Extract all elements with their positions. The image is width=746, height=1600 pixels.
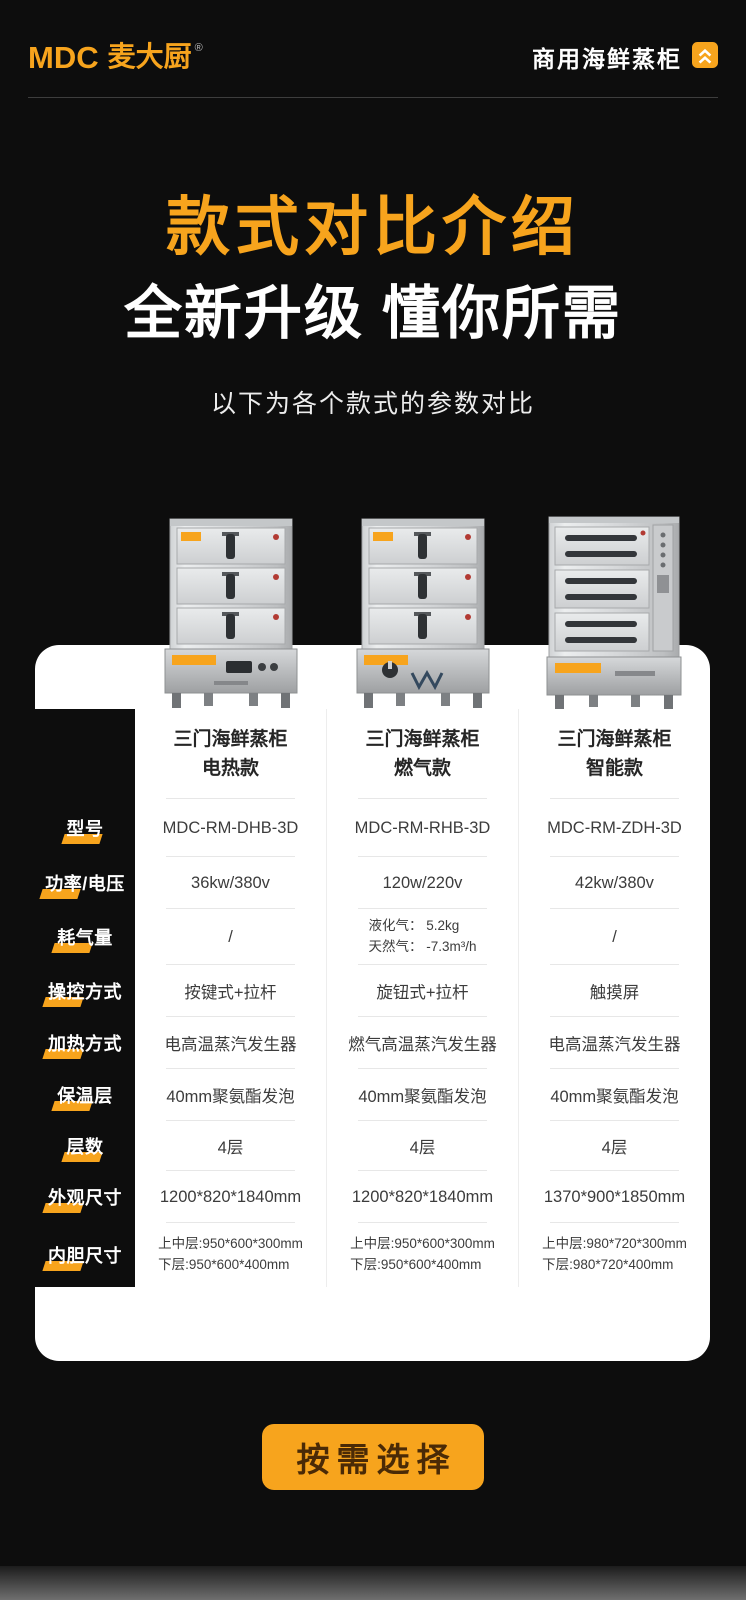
spec-row-gas-consumption: 耗气量 / 液化气： 5.2kg 天然气： -7.3m³/h / (35, 909, 710, 965)
spec-value: 液化气： 5.2kg 天然气： -7.3m³/h (326, 909, 518, 965)
registered-mark: ® (194, 41, 203, 54)
brand-logo-mdc: MDC (28, 39, 99, 75)
column-header-gas: 三门海鲜蒸柜 燃气款 (326, 709, 518, 799)
table-header-row: 三门海鲜蒸柜 电热款 三门海鲜蒸柜 燃气款 三门海鲜蒸柜 智能款 (35, 709, 710, 799)
spec-value: / (518, 909, 710, 965)
spec-label: 保温层 (35, 1069, 135, 1121)
spec-value: 4层 (135, 1121, 326, 1171)
category-title: 商用海鲜蒸柜 (532, 46, 682, 72)
product-photo-gas (327, 515, 519, 713)
spec-value: 上中层:980*720*300mm 下层:980*720*400mm (518, 1223, 710, 1287)
header-divider (28, 97, 718, 98)
product-images-row (135, 515, 710, 713)
spec-value: 4层 (326, 1121, 518, 1171)
spec-value: 旋钮式+拉杆 (326, 965, 518, 1017)
spec-value: MDC-RM-ZDH-3D (518, 799, 710, 857)
spec-row-model: 型号 MDC-RM-DHB-3D MDC-RM-RHB-3D MDC-RM-ZD… (35, 799, 710, 857)
product-photo-electric (135, 515, 327, 713)
section-title: 款式对比介绍 (166, 191, 580, 263)
cta-button[interactable]: 按需选择 (262, 1424, 484, 1490)
spec-value: 1200*820*1840mm (326, 1171, 518, 1223)
spec-value: 36kw/380v (135, 857, 326, 909)
spec-value: 1370*900*1850mm (518, 1171, 710, 1223)
spec-label: 操控方式 (35, 965, 135, 1017)
spec-label: 外观尺寸 (35, 1171, 135, 1223)
spec-value: 120w/220v (326, 857, 518, 909)
spec-label: 型号 (35, 799, 135, 857)
column-header-text: 三门海鲜蒸柜 智能款 (557, 728, 672, 779)
column-header-smart: 三门海鲜蒸柜 智能款 (518, 709, 710, 799)
spec-row-outer-size: 外观尺寸 1200*820*1840mm 1200*820*1840mm 137… (35, 1171, 710, 1223)
header: MDC 麦大厨 ® 商用海鲜蒸柜 (28, 40, 718, 74)
spec-label-empty (35, 709, 135, 799)
spec-value: 触摸屏 (518, 965, 710, 1017)
spec-label: 层数 (35, 1121, 135, 1171)
spec-row-control: 操控方式 按键式+拉杆 旋钮式+拉杆 触摸屏 (35, 965, 710, 1017)
product-photo-smart (518, 515, 710, 713)
brand-logo-cn: 麦大厨 (107, 40, 192, 72)
spec-value: 按键式+拉杆 (135, 965, 326, 1017)
spec-value: MDC-RM-RHB-3D (326, 799, 518, 857)
section-subtitle: 全新升级 懂你所需 (123, 281, 623, 346)
spec-value: MDC-RM-DHB-3D (135, 799, 326, 857)
next-section-preview (0, 1566, 746, 1600)
column-header-text: 三门海鲜蒸柜 燃气款 (365, 728, 480, 779)
spec-value: 1200*820*1840mm (135, 1171, 326, 1223)
spec-value: 40mm聚氨酯发泡 (518, 1069, 710, 1121)
spec-value: 上中层:950*600*300mm 下层:950*600*400mm (326, 1223, 518, 1287)
comparison-card: 三门海鲜蒸柜 电热款 三门海鲜蒸柜 燃气款 三门海鲜蒸柜 智能款 型号 MDC-… (35, 645, 710, 1361)
column-header-text: 三门海鲜蒸柜 电热款 (173, 728, 288, 779)
section-note: 以下为各个款式的参数对比 (210, 390, 535, 418)
spec-row-insulation: 保温层 40mm聚氨酯发泡 40mm聚氨酯发泡 40mm聚氨酯发泡 (35, 1069, 710, 1121)
spec-value: 电高温蒸汽发生器 (135, 1017, 326, 1069)
column-header-electric: 三门海鲜蒸柜 电热款 (135, 709, 326, 799)
spec-value: 40mm聚氨酯发泡 (135, 1069, 326, 1121)
spec-label: 功率/电压 (35, 857, 135, 909)
header-right: 商用海鲜蒸柜 (532, 40, 718, 74)
spec-row-heating: 加热方式 电高温蒸汽发生器 燃气高温蒸汽发生器 电高温蒸汽发生器 (35, 1017, 710, 1069)
spec-value: 40mm聚氨酯发泡 (326, 1069, 518, 1121)
spec-label: 耗气量 (35, 909, 135, 965)
brand-logo: MDC 麦大厨 ® (28, 39, 203, 75)
spec-row-inner-size: 内胆尺寸 上中层:950*600*300mm 下层:950*600*400mm … (35, 1223, 710, 1287)
spec-row-power: 功率/电压 36kw/380v 120w/220v 42kw/380v (35, 857, 710, 909)
spec-value: 42kw/380v (518, 857, 710, 909)
spec-value: 4层 (518, 1121, 710, 1171)
spec-label: 内胆尺寸 (35, 1223, 135, 1287)
spec-value: 电高温蒸汽发生器 (518, 1017, 710, 1069)
spec-value: 燃气高温蒸汽发生器 (326, 1017, 518, 1069)
spec-row-layers: 层数 4层 4层 4层 (35, 1121, 710, 1171)
spec-value: 上中层:950*600*300mm 下层:950*600*400mm (135, 1223, 326, 1287)
steam-icon (692, 41, 718, 73)
spec-value: / (135, 909, 326, 965)
spec-label: 加热方式 (35, 1017, 135, 1069)
